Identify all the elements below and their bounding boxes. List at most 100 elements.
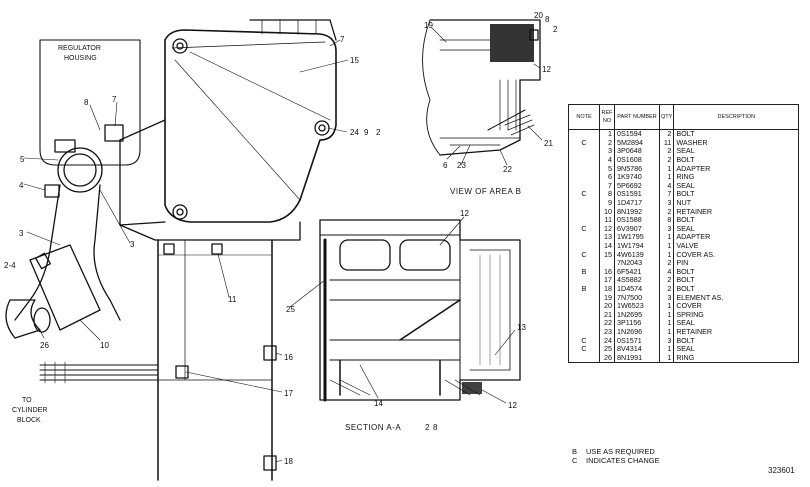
callout-3-left: 3 [19,229,24,238]
callout-11: 11 [228,295,237,304]
callout-6: 6 [443,161,448,170]
cell-qty: 1 [659,310,675,320]
cell-part: 0S1591 [614,190,660,199]
parts-list-table: NOTE REF NO PART NUMBER QTY DESCRIPTION … [568,104,800,364]
callout-9: 9 [364,128,369,137]
cell-note [568,293,600,302]
cell-qty: 1 [659,328,675,337]
cell-desc: COVER [673,302,800,311]
cell-note [568,327,600,337]
cell-qty: 3 [659,336,675,345]
callout-12-section-bottom: 12 [508,401,517,410]
cell-desc: PIN [673,259,800,268]
cell-qty: 3 [659,225,675,234]
cell-note [568,215,600,225]
cell-note [568,353,600,364]
cell-qty: 2 [659,207,675,216]
cell-ref: 16 [599,267,615,277]
callout-18: 18 [284,457,293,466]
cell-ref: 9 [599,199,615,208]
parts-table-header: NOTE REF NO PART NUMBER QTY DESCRIPTION [568,104,800,130]
cell-desc: BOLT [673,267,800,277]
cell-note [568,207,600,216]
cell-ref: 3 [599,147,615,156]
note-b-text: USE AS REQUIRED [586,447,655,456]
cell-note: B [568,267,600,277]
callout-4: 4 [19,181,24,190]
cell-note [568,129,600,139]
cell-ref: 2 [599,139,615,148]
cell-desc: BOLT [673,285,800,294]
cell-ref: 13 [599,233,615,242]
cell-ref: 12 [599,225,615,234]
cell-ref: 11 [599,216,615,225]
callout-15: 15 [350,56,359,65]
callout-20: 20 [534,11,543,20]
cell-desc: RING [673,353,800,364]
cell-part: 1W6523 [614,302,660,311]
cell-note [568,198,600,208]
cell-part: 8N1992 [614,207,660,216]
cell-desc: SEAL [673,182,800,191]
cell-desc: SEAL [673,345,800,354]
cell-part: 0S1608 [614,156,660,165]
cell-desc: SPRING [673,310,800,320]
cell-qty: 1 [659,173,675,182]
cell-note [568,301,600,311]
callout-23: 23 [457,161,466,170]
cell-desc: RING [673,173,800,182]
cell-note: C [568,139,600,148]
callout-5: 5 [20,155,25,164]
cell-note: B [568,285,600,294]
cell-desc: SEAL [673,147,800,156]
cell-qty: 1 [659,302,675,311]
cell-part: 4W6139 [614,250,660,259]
cell-desc: BOLT [673,190,800,199]
cell-note [568,258,600,268]
view-of-area-b-caption: VIEW OF AREA B [450,187,521,196]
callout-2-main: 2 [376,128,381,137]
cell-qty: 7 [659,190,675,199]
cell-part: 1W1794 [614,242,660,251]
cell-qty: 11 [659,139,675,148]
cell-part: 1N2696 [614,328,660,337]
callout-2-4: 2-4 [4,261,16,270]
cell-note: C [568,336,600,345]
cell-ref: 5 [599,164,615,173]
cell-qty: 1 [659,242,675,251]
cell-ref: 24 [599,336,615,345]
cell-note [568,172,600,182]
cell-desc: ADAPTER [673,164,800,173]
cell-desc: BOLT [673,129,800,139]
cell-note: C [568,250,600,259]
header-qty: QTY [658,104,675,130]
cell-part: 1K9740 [614,173,660,182]
cell-desc: BOLT [673,336,800,345]
cell-part: 1W1795 [614,233,660,242]
cell-note: C [568,345,600,354]
callout-26: 26 [40,341,49,350]
cell-desc: WASHER [673,139,800,148]
cell-note [568,164,600,173]
note-c-text: INDICATES CHANGE [586,456,660,465]
callout-24: 24 [350,128,359,137]
cell-qty: 8 [659,216,675,225]
cell-qty: 3 [659,293,675,302]
cell-note [568,276,600,285]
cell-ref: 26 [599,353,615,364]
cell-ref: 14 [599,242,615,251]
cell-note [568,155,600,165]
cell-note: C [568,225,600,234]
